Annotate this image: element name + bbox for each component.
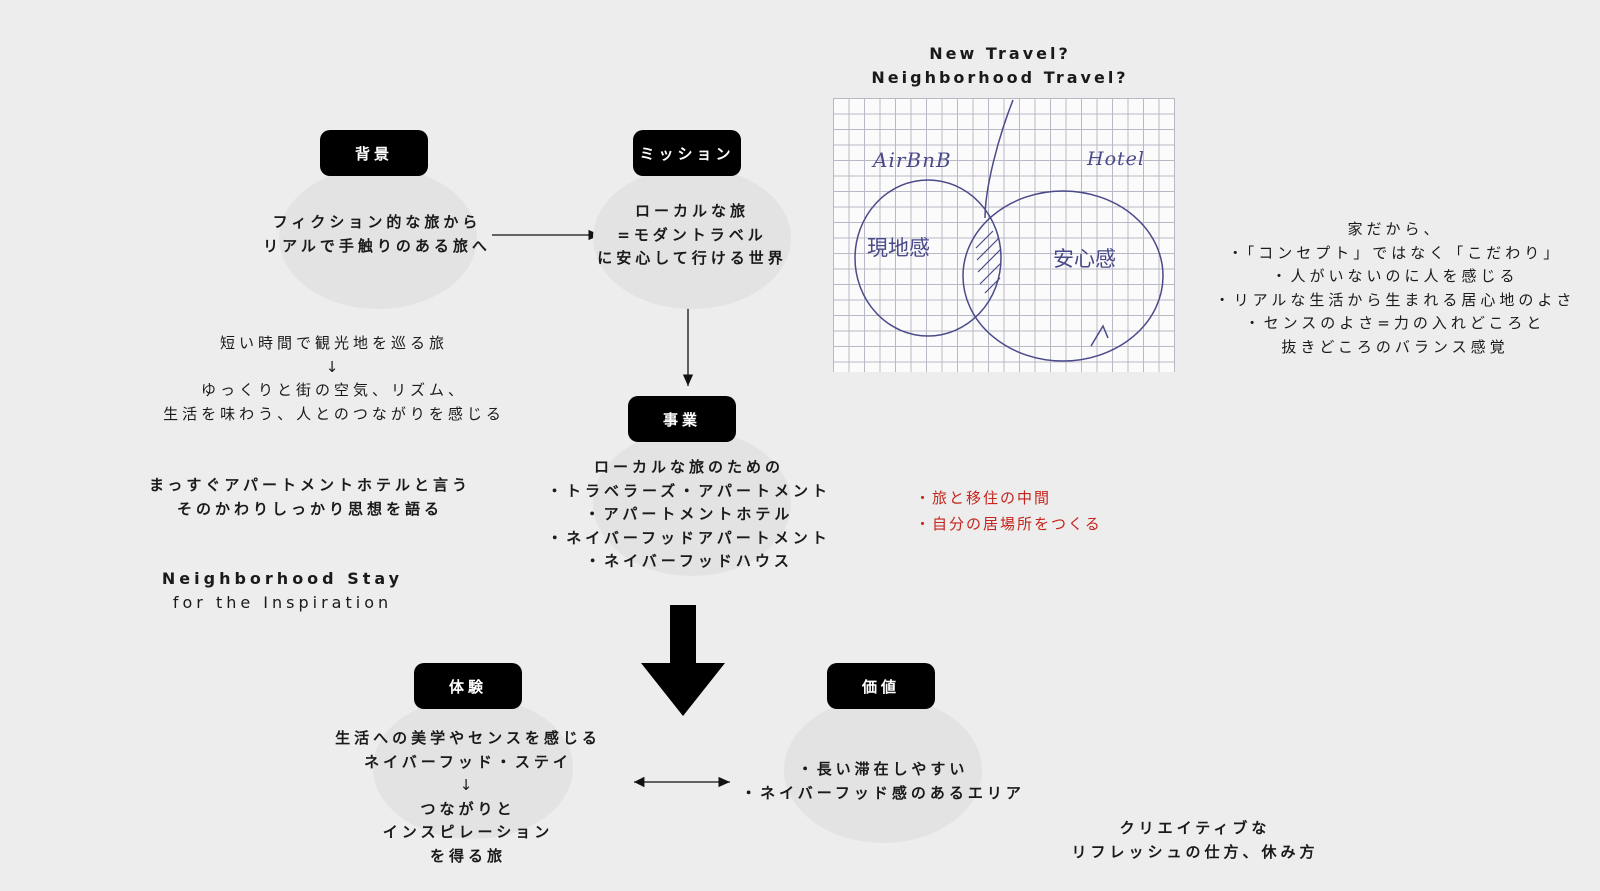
business-line-3: ・アパートメントホテル <box>584 505 794 523</box>
value-pill: 価値 <box>827 663 935 709</box>
sketch-title: New Travel? Neighborhood Travel? <box>835 42 1165 89</box>
apartment-note-line-2: そのかわりしっかり思想を語る <box>176 499 443 518</box>
creative-note-line-1: クリエイティブな <box>1119 819 1271 837</box>
experience-text: 生活への美学やセンスを感じる ネイバーフッド・ステイ ↓ つながりと インスピレ… <box>318 727 618 868</box>
mission-line-3: に安心して行ける世界 <box>597 249 787 267</box>
experience-pill: 体験 <box>414 663 522 709</box>
red-note-line-2: ・自分の居場所をつくる <box>915 515 1102 533</box>
background-blob <box>279 167 477 309</box>
background-text: フィクション的な旅から リアルで手触りのある旅へ <box>252 211 502 258</box>
experience-blob <box>373 697 573 839</box>
venn-sketch: AirBnB Hotel 現地感 安心感 <box>833 98 1175 372</box>
venn-right-circle-text: 安心感 <box>1053 247 1116 271</box>
creative-note: クリエイティブな リフレッシュの仕方、休み方 <box>1050 817 1340 864</box>
sketch-title-line-2: Neighborhood Travel? <box>871 67 1129 87</box>
home-note-line-2: ・「コンセプト」ではなく「こだわり」 <box>1227 243 1563 262</box>
experience-line-3: ↓ <box>459 776 477 794</box>
value-line-2: ・ネイバーフッド感のあるエリア <box>741 783 1025 802</box>
background-line-2: リアルで手触りのある旅へ <box>263 236 491 255</box>
value-text: ・長い滞在しやすい ・ネイバーフッド感のあるエリア <box>728 758 1038 805</box>
home-note-line-3: ・人がいないのに人を感じる <box>1271 267 1519 285</box>
business-line-2: ・トラベラーズ・アパートメント <box>547 481 831 500</box>
trip-note-line-1: 短い時間で観光地を巡る旅 <box>219 334 448 352</box>
trip-note-line-3: ゆっくりと街の空気、リズム、 <box>200 381 467 399</box>
experience-line-1: 生活への美学やセンスを感じる <box>335 729 601 747</box>
apartment-note-line-1: まっすぐアパートメントホテルと言う <box>148 476 472 494</box>
venn-drawing <box>854 99 1164 362</box>
trip-note-line-2: ↓ <box>325 357 343 376</box>
red-note-line-1: ・旅と移住の中間 <box>915 489 1052 507</box>
business-line-4: ・ネイバーフッドアパートメント <box>547 528 831 547</box>
home-note-line-1: 家だから、 <box>1347 220 1443 238</box>
background-line-1: フィクション的な旅から <box>272 213 482 231</box>
mission-pill: ミッション <box>633 130 741 176</box>
venn-right-label: Hotel <box>1087 148 1145 170</box>
experience-line-4: つながりと <box>420 799 516 818</box>
home-note-line-5: ・センスのよさ=力の入れどころと <box>1244 314 1546 332</box>
background-pill: 背景 <box>320 130 428 176</box>
business-line-5: ・ネイバーフッドハウス <box>585 552 793 570</box>
red-note: ・旅と移住の中間 ・自分の居場所をつくる <box>915 485 1175 537</box>
value-blob <box>784 697 982 843</box>
experience-line-5: インスピレーション <box>382 823 554 841</box>
home-note-line-6: 抜きどころのバランス感覚 <box>1281 337 1509 356</box>
mission-blob <box>593 167 791 309</box>
creative-note-line-2: リフレッシュの仕方、休み方 <box>1071 842 1319 861</box>
business-text: ローカルな旅のための ・トラベラーズ・アパートメント ・アパートメントホテル ・… <box>530 456 848 574</box>
mission-line-1: ローカルな旅 <box>634 202 749 220</box>
trip-note: 短い時間で観光地を巡る旅 ↓ ゆっくりと街の空気、リズム、 生活を味わう、人との… <box>150 332 518 426</box>
sketch-title-line-1: New Travel? <box>929 44 1071 63</box>
experience-line-2: ネイバーフッド・ステイ <box>364 752 572 771</box>
tagline: Neighborhood Stay for the Inspiration <box>140 567 425 614</box>
home-note: 家だから、 ・「コンセプト」ではなく「こだわり」 ・人がいないのに人を感じる ・… <box>1195 218 1595 359</box>
business-line-1: ローカルな旅のための <box>593 458 784 476</box>
trip-note-line-4: 生活を味わう、人とのつながりを感じる <box>163 404 505 423</box>
value-line-1: ・長い滞在しやすい <box>797 760 969 778</box>
apartment-note: まっすぐアパートメントホテルと言う そのかわりしっかり思想を語る <box>140 474 480 521</box>
mission-line-2: =モダントラベル <box>617 225 767 244</box>
experience-line-6: を得る旅 <box>429 846 506 865</box>
mission-text: ローカルな旅 =モダントラベル に安心して行ける世界 <box>578 200 806 271</box>
venn-left-circle-text: 現地感 <box>867 236 930 260</box>
business-pill: 事業 <box>628 396 736 442</box>
big-down-arrow <box>641 605 725 716</box>
home-note-line-4: ・リアルな生活から生まれる居心地のよさ <box>1214 290 1576 309</box>
business-blob <box>593 430 791 576</box>
venn-left-label: AirBnB <box>873 148 952 172</box>
tagline-main: Neighborhood Stay <box>161 569 404 588</box>
tagline-sub: for the Inspiration <box>172 592 393 612</box>
